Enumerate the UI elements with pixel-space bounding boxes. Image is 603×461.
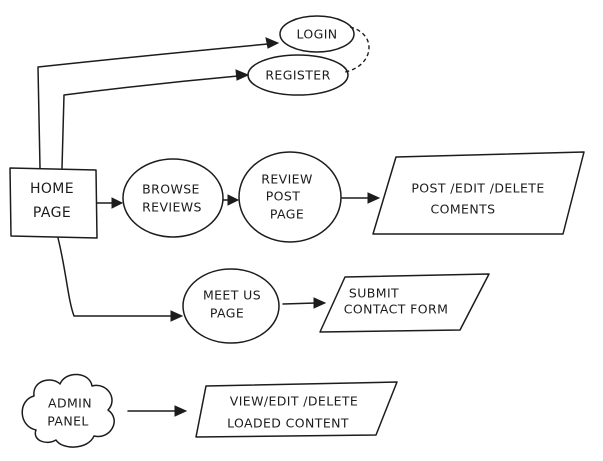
home-to-meet-arrow bbox=[57, 237, 173, 317]
browse-reviews-node bbox=[122, 158, 224, 238]
home-to-login-arrow bbox=[37, 43, 269, 169]
review-label-line2: POST bbox=[266, 189, 301, 204]
view-label-line2: LOADED CONTENT bbox=[227, 416, 349, 431]
contact-label-line1: SUBMIT bbox=[349, 286, 399, 301]
home-label-line1: HOME bbox=[30, 181, 74, 197]
home-to-register-arrow bbox=[61, 75, 239, 169]
admin-label-line1: ADMIN bbox=[48, 396, 92, 411]
meet-us-node bbox=[182, 268, 280, 344]
post-label-line2: COMENTS bbox=[431, 202, 496, 217]
meet-to-contact-arrow bbox=[282, 302, 317, 305]
post-label-line1: POST /EDIT /DELETE bbox=[411, 181, 544, 196]
browse-label-line2: REVIEWS bbox=[142, 200, 202, 215]
review-label-line3: PAGE bbox=[270, 207, 304, 222]
home-page-box bbox=[9, 167, 98, 239]
contact-form-box bbox=[319, 273, 490, 333]
login-node bbox=[279, 15, 355, 53]
home-to-meet-arrowhead bbox=[170, 310, 184, 322]
home-to-browse-arrowhead bbox=[111, 197, 124, 209]
browse-label-line1: BROWSE bbox=[142, 182, 200, 197]
contact-label-line2: CONTACT FORM bbox=[344, 302, 449, 317]
review-label-line1: REVIEW bbox=[261, 172, 312, 187]
review-post-page-node bbox=[238, 151, 342, 243]
admin-panel-node bbox=[21, 373, 115, 448]
review-to-post-arrowhead bbox=[367, 192, 381, 204]
admin-label-line2: PANEL bbox=[47, 414, 89, 429]
meet-label-line1: MEET US bbox=[203, 288, 261, 303]
meet-to-contact-arrowhead bbox=[313, 297, 327, 309]
browse-to-review-arrowhead bbox=[227, 194, 240, 206]
view-edit-delete-box bbox=[195, 381, 398, 438]
meet-label-line2: PAGE bbox=[210, 306, 244, 321]
post-edit-delete-box bbox=[372, 151, 585, 235]
register-label: REGISTER bbox=[265, 68, 330, 83]
admin-to-view-arrowhead bbox=[174, 405, 188, 417]
login-label: LOGIN bbox=[296, 27, 337, 42]
home-label-line2: PAGE bbox=[33, 205, 71, 221]
login-register-link bbox=[344, 26, 370, 73]
home-to-register-arrowhead bbox=[235, 69, 250, 81]
view-label-line1: VIEW/EDIT /DELETE bbox=[230, 394, 358, 409]
home-to-login-arrowhead bbox=[265, 37, 280, 49]
